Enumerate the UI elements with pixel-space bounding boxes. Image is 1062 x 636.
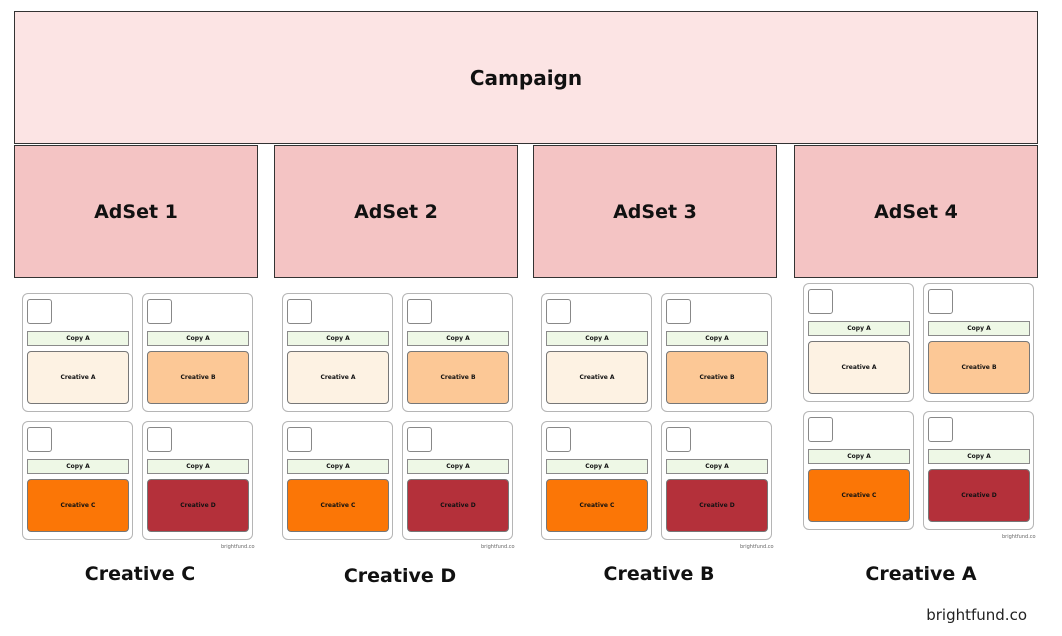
ad-card: Copy A Creative A — [541, 293, 652, 412]
thumbnail-placeholder-icon — [546, 427, 571, 452]
copy-label: Copy A — [546, 331, 648, 346]
adset-label: AdSet 3 — [613, 200, 697, 223]
creative-block: Creative A — [287, 351, 389, 404]
creative-block: Creative D — [666, 479, 768, 532]
creative-block: Creative B — [147, 351, 249, 404]
creative-block: Creative B — [928, 341, 1030, 394]
ad-card: Copy A Creative C — [22, 421, 133, 540]
campaign-label: Campaign — [469, 65, 583, 90]
group-watermark: brightfund.co — [740, 544, 774, 550]
creative-group-label: Creative B — [603, 563, 715, 585]
thumbnail-placeholder-icon — [407, 299, 432, 324]
copy-label: Copy A — [666, 459, 768, 474]
thumbnail-placeholder-icon — [666, 427, 691, 452]
ad-card: Copy A Creative C — [541, 421, 652, 540]
copy-label: Copy A — [27, 331, 129, 346]
campaign-box: Campaign — [14, 11, 1038, 144]
creative-block: Creative C — [808, 469, 910, 522]
thumbnail-placeholder-icon — [928, 289, 953, 314]
ad-card: Copy A Creative C — [282, 421, 393, 540]
ad-card: Copy A Creative D — [661, 421, 772, 540]
adset-label: AdSet 2 — [354, 200, 438, 223]
creative-block: Creative A — [546, 351, 648, 404]
thumbnail-placeholder-icon — [287, 299, 312, 324]
ad-card: Copy A Creative B — [661, 293, 772, 412]
adset-label: AdSet 1 — [94, 200, 178, 223]
creative-block: Creative C — [287, 479, 389, 532]
copy-label: Copy A — [928, 449, 1030, 464]
ad-card: Copy A Creative A — [803, 283, 914, 402]
thumbnail-placeholder-icon — [407, 427, 432, 452]
footer-brand: brightfund.co — [926, 606, 1027, 624]
thumbnail-placeholder-icon — [546, 299, 571, 324]
creative-block: Creative D — [928, 469, 1030, 522]
group-watermark: brightfund.co — [1002, 534, 1036, 540]
ad-card: Copy A Creative A — [282, 293, 393, 412]
group-watermark: brightfund.co — [221, 544, 255, 550]
copy-label: Copy A — [147, 459, 249, 474]
creative-block: Creative D — [147, 479, 249, 532]
copy-label: Copy A — [27, 459, 129, 474]
copy-label: Copy A — [546, 459, 648, 474]
thumbnail-placeholder-icon — [27, 299, 52, 324]
creative-group-label: Creative A — [865, 563, 977, 585]
copy-label: Copy A — [407, 459, 509, 474]
creative-group-label: Creative C — [84, 563, 196, 585]
ad-card: Copy A Creative A — [22, 293, 133, 412]
ad-card: Copy A Creative D — [923, 411, 1034, 530]
thumbnail-placeholder-icon — [928, 417, 953, 442]
thumbnail-placeholder-icon — [147, 299, 172, 324]
copy-label: Copy A — [287, 459, 389, 474]
copy-label: Copy A — [928, 321, 1030, 336]
adset-4-box: AdSet 4 — [794, 145, 1038, 278]
creative-group-label: Creative D — [343, 565, 457, 587]
creative-block: Creative C — [27, 479, 129, 532]
thumbnail-placeholder-icon — [808, 417, 833, 442]
copy-label: Copy A — [808, 321, 910, 336]
adset-label: AdSet 4 — [874, 200, 958, 223]
copy-label: Copy A — [147, 331, 249, 346]
thumbnail-placeholder-icon — [287, 427, 312, 452]
ad-card: Copy A Creative D — [142, 421, 253, 540]
ad-card: Copy A Creative C — [803, 411, 914, 530]
thumbnail-placeholder-icon — [666, 299, 691, 324]
creative-block: Creative B — [666, 351, 768, 404]
copy-label: Copy A — [407, 331, 509, 346]
ad-card: Copy A Creative B — [142, 293, 253, 412]
ad-card: Copy A Creative D — [402, 421, 513, 540]
creative-block: Creative A — [27, 351, 129, 404]
adset-3-box: AdSet 3 — [533, 145, 777, 278]
copy-label: Copy A — [808, 449, 910, 464]
creative-block: Creative D — [407, 479, 509, 532]
thumbnail-placeholder-icon — [147, 427, 172, 452]
thumbnail-placeholder-icon — [808, 289, 833, 314]
thumbnail-placeholder-icon — [27, 427, 52, 452]
copy-label: Copy A — [287, 331, 389, 346]
creative-block: Creative C — [546, 479, 648, 532]
group-watermark: brightfund.co — [481, 544, 515, 550]
adset-1-box: AdSet 1 — [14, 145, 258, 278]
ad-card: Copy A Creative B — [402, 293, 513, 412]
ad-card: Copy A Creative B — [923, 283, 1034, 402]
copy-label: Copy A — [666, 331, 768, 346]
creative-block: Creative A — [808, 341, 910, 394]
creative-block: Creative B — [407, 351, 509, 404]
adset-2-box: AdSet 2 — [274, 145, 518, 278]
